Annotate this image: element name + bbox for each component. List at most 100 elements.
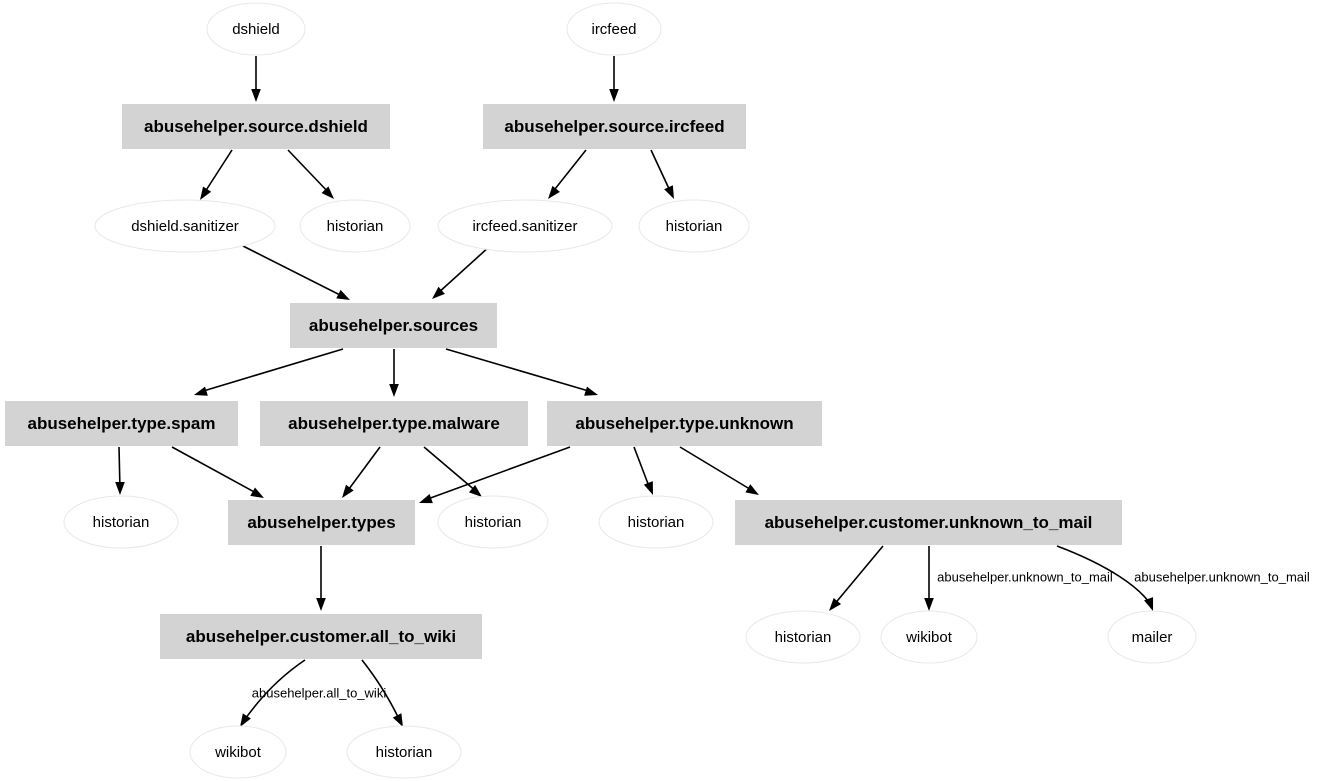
node-label: abusehelper.type.malware <box>288 414 500 433</box>
node-hist_ircfeed[interactable]: historian <box>638 199 750 253</box>
edge-arrowhead <box>664 185 674 199</box>
edge-arrowhead <box>392 713 403 727</box>
edge-line <box>361 659 401 722</box>
node-label: abusehelper.type.spam <box>27 414 215 433</box>
node-ellipse-shape[interactable] <box>189 725 287 779</box>
node-label: historian <box>628 514 685 531</box>
node-label: abusehelper.source.dshield <box>144 117 368 136</box>
node-cust_all_wiki[interactable]: abusehelper.customer.all_to_wiki <box>160 614 482 659</box>
node-types[interactable]: abusehelper.types <box>228 500 415 545</box>
node-label: historian <box>376 744 433 761</box>
edge-arrowhead <box>468 484 482 497</box>
node-type_malware[interactable]: abusehelper.type.malware <box>260 401 528 446</box>
node-hist_dshield[interactable]: historian <box>299 199 411 253</box>
edge-line <box>550 149 587 195</box>
node-label: historian <box>666 218 723 235</box>
edge-line <box>242 659 306 723</box>
edge-type_malware-to-types <box>342 446 381 498</box>
edge-sources-to-type_spam <box>194 348 344 396</box>
edge-cust_unknown_mail-to-wikibot_u2m <box>924 546 934 611</box>
edge-src_dshield-to-dshield_sanitizer <box>200 149 233 200</box>
node-label: mailer <box>1132 629 1173 646</box>
node-ellipse-shape[interactable] <box>880 610 978 664</box>
edge-dshield-to-src_dshield <box>251 56 261 102</box>
node-hist_allwiki[interactable]: historian <box>346 725 462 779</box>
node-box-shape[interactable] <box>160 614 482 659</box>
node-label: historian <box>775 629 832 646</box>
node-label: dshield.sanitizer <box>131 218 239 235</box>
node-box-shape[interactable] <box>547 401 822 446</box>
node-dshield_sanitizer[interactable]: dshield.sanitizer <box>94 199 276 253</box>
node-hist_spam[interactable]: historian <box>63 495 179 549</box>
edge-label: abusehelper.unknown_to_mail <box>937 569 1113 584</box>
edge-arrowhead <box>115 482 125 495</box>
node-ellipse-shape[interactable] <box>638 199 750 253</box>
node-wikibot_allwiki[interactable]: wikibot <box>189 725 287 779</box>
node-type_spam[interactable]: abusehelper.type.spam <box>5 401 238 446</box>
node-ellipse-shape[interactable] <box>206 2 306 56</box>
edge-arrowhead <box>548 185 560 199</box>
node-box-shape[interactable] <box>483 104 746 149</box>
node-label: abusehelper.customer.unknown_to_mail <box>765 513 1093 532</box>
node-ellipse-shape[interactable] <box>437 199 613 253</box>
edge-arrowhead <box>584 386 598 396</box>
node-src_dshield[interactable]: abusehelper.source.dshield <box>122 104 390 149</box>
node-ellipse-shape[interactable] <box>63 495 179 549</box>
node-label: wikibot <box>214 744 262 761</box>
edge-cust_unknown_mail-to-hist_u2m <box>829 545 884 611</box>
node-box-shape[interactable] <box>260 401 528 446</box>
edge-type_unknown-to-hist_unknown <box>633 446 653 495</box>
node-ellipse-shape[interactable] <box>437 495 549 549</box>
edge-src_ircfeed-to-hist_ircfeed <box>650 149 674 199</box>
node-dshield[interactable]: dshield <box>206 2 306 56</box>
node-ellipse-shape[interactable] <box>94 199 276 253</box>
node-ellipse-shape[interactable] <box>598 495 714 549</box>
edge-arrowhead <box>643 481 653 495</box>
edge-ircfeed_sanitizer-to-sources <box>432 245 491 299</box>
node-hist_unknown[interactable]: historian <box>598 495 714 549</box>
edge-line <box>633 446 651 490</box>
node-sources[interactable]: abusehelper.sources <box>290 303 497 348</box>
node-label: abusehelper.types <box>247 513 395 532</box>
node-src_ircfeed[interactable]: abusehelper.source.ircfeed <box>483 104 746 149</box>
edge-line <box>832 545 884 607</box>
edge-line <box>424 446 571 501</box>
node-wikibot_u2m[interactable]: wikibot <box>880 610 978 664</box>
node-ircfeed_sanitizer[interactable]: ircfeed.sanitizer <box>437 199 613 253</box>
node-ellipse-shape[interactable] <box>346 725 462 779</box>
edge-arrowhead <box>389 384 399 397</box>
node-type_unknown[interactable]: abusehelper.type.unknown <box>547 401 822 446</box>
edge-line <box>445 348 593 393</box>
node-ircfeed[interactable]: ircfeed <box>566 2 662 56</box>
node-hist_malware[interactable]: historian <box>437 495 549 549</box>
node-label: wikibot <box>905 629 953 646</box>
edge-arrowhead <box>240 713 251 727</box>
edge-line <box>171 446 259 495</box>
edge-line <box>287 149 331 195</box>
edge-arrowhead <box>200 186 212 200</box>
node-mailer_u2m[interactable]: mailer <box>1107 610 1197 664</box>
edge-arrowhead <box>321 186 334 199</box>
node-ellipse-shape[interactable] <box>566 2 662 56</box>
edge-type_unknown-to-cust_unknown_mail <box>679 446 759 495</box>
node-box-shape[interactable] <box>735 500 1122 545</box>
node-ellipse-shape[interactable] <box>1107 610 1197 664</box>
node-box-shape[interactable] <box>290 303 497 348</box>
edge-arrowhead <box>336 289 350 300</box>
node-box-shape[interactable] <box>122 104 390 149</box>
node-label: abusehelper.sources <box>309 316 478 335</box>
edge-type_spam-to-types <box>171 446 264 498</box>
edge-arrowhead <box>419 494 433 504</box>
edge-arrowhead <box>609 89 619 102</box>
node-cust_unknown_mail[interactable]: abusehelper.customer.unknown_to_mail <box>735 500 1122 545</box>
node-box-shape[interactable] <box>5 401 238 446</box>
node-label: historian <box>465 514 522 531</box>
edge-type_unknown-to-types <box>419 446 571 504</box>
node-label: ircfeed <box>591 21 636 38</box>
node-box-shape[interactable] <box>228 500 415 545</box>
node-hist_u2m[interactable]: historian <box>745 610 861 664</box>
edge-arrowhead <box>745 484 759 495</box>
node-ellipse-shape[interactable] <box>745 610 861 664</box>
node-ellipse-shape[interactable] <box>299 199 411 253</box>
